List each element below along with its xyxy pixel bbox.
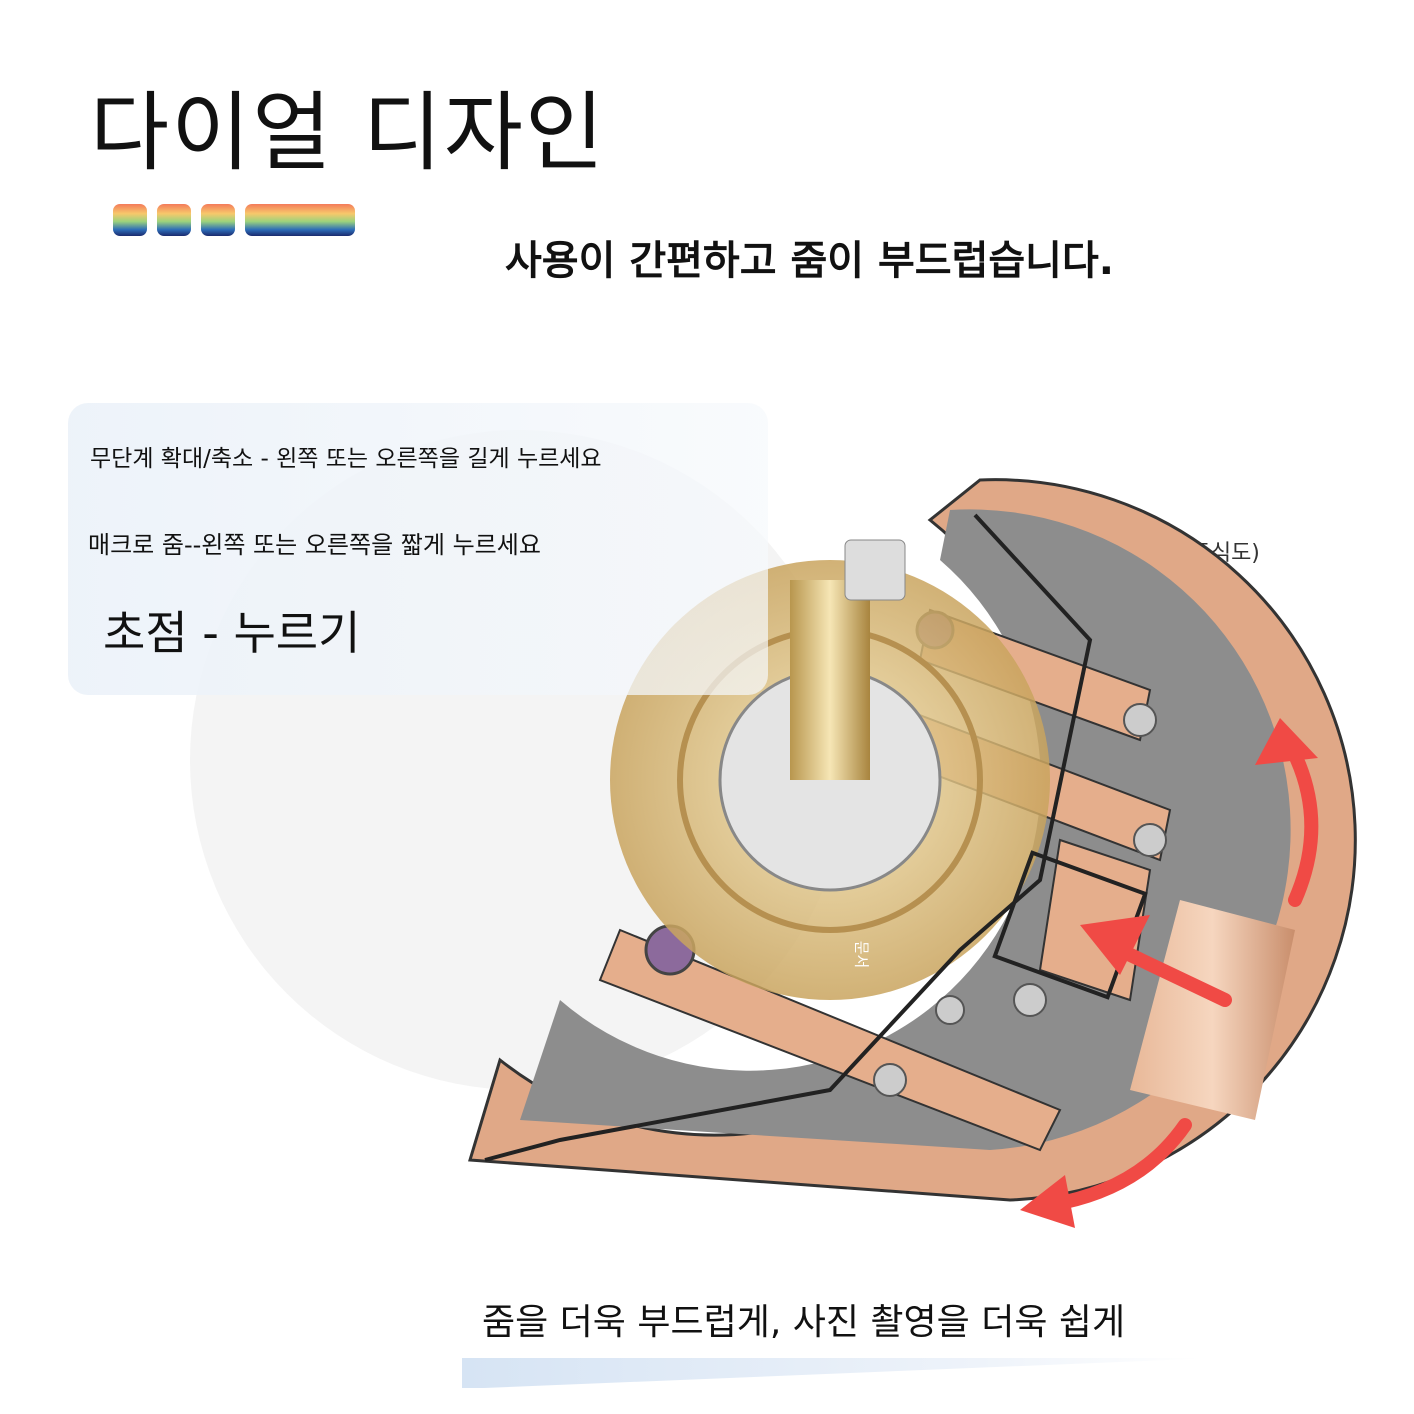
macro-zoom-instruction: 매크로 줌--왼쪽 또는 오른쪽을 짧게 누르세요 — [88, 531, 541, 559]
part-label: 문서 — [852, 940, 871, 969]
footer-caption: 줌을 더욱 부드럽게, 사진 촬영을 더욱 쉽게 — [482, 1302, 1126, 1343]
instruction-panel: 무단계 확대/축소 - 왼쪽 또는 오른쪽을 길게 누르세요 매크로 줌--왼쪽… — [68, 403, 768, 695]
subtitle: 사용이 간편하고 줌이 부드럽습니다. — [505, 238, 1114, 284]
rotation-arrows — [1043, 738, 1319, 1212]
shaft-tip — [844, 539, 906, 601]
gradient-dot — [157, 204, 191, 236]
screws — [873, 703, 1167, 1097]
arrow-heads — [1020, 718, 1318, 1228]
page-title: 다이얼 디자인 — [90, 83, 607, 183]
gradient-dot — [113, 204, 147, 236]
shaft — [790, 580, 870, 780]
focus-instruction: 초점 - 누르기 — [103, 606, 361, 660]
crown — [1130, 900, 1295, 1120]
gradient-bar — [245, 204, 355, 236]
stepless-zoom-instruction: 무단계 확대/축소 - 왼쪽 또는 오른쪽을 길게 누르세요 — [90, 446, 602, 472]
gradient-dot — [201, 204, 235, 236]
outline-path — [484, 513, 1093, 1162]
decorative-gradient-bars — [113, 204, 355, 236]
